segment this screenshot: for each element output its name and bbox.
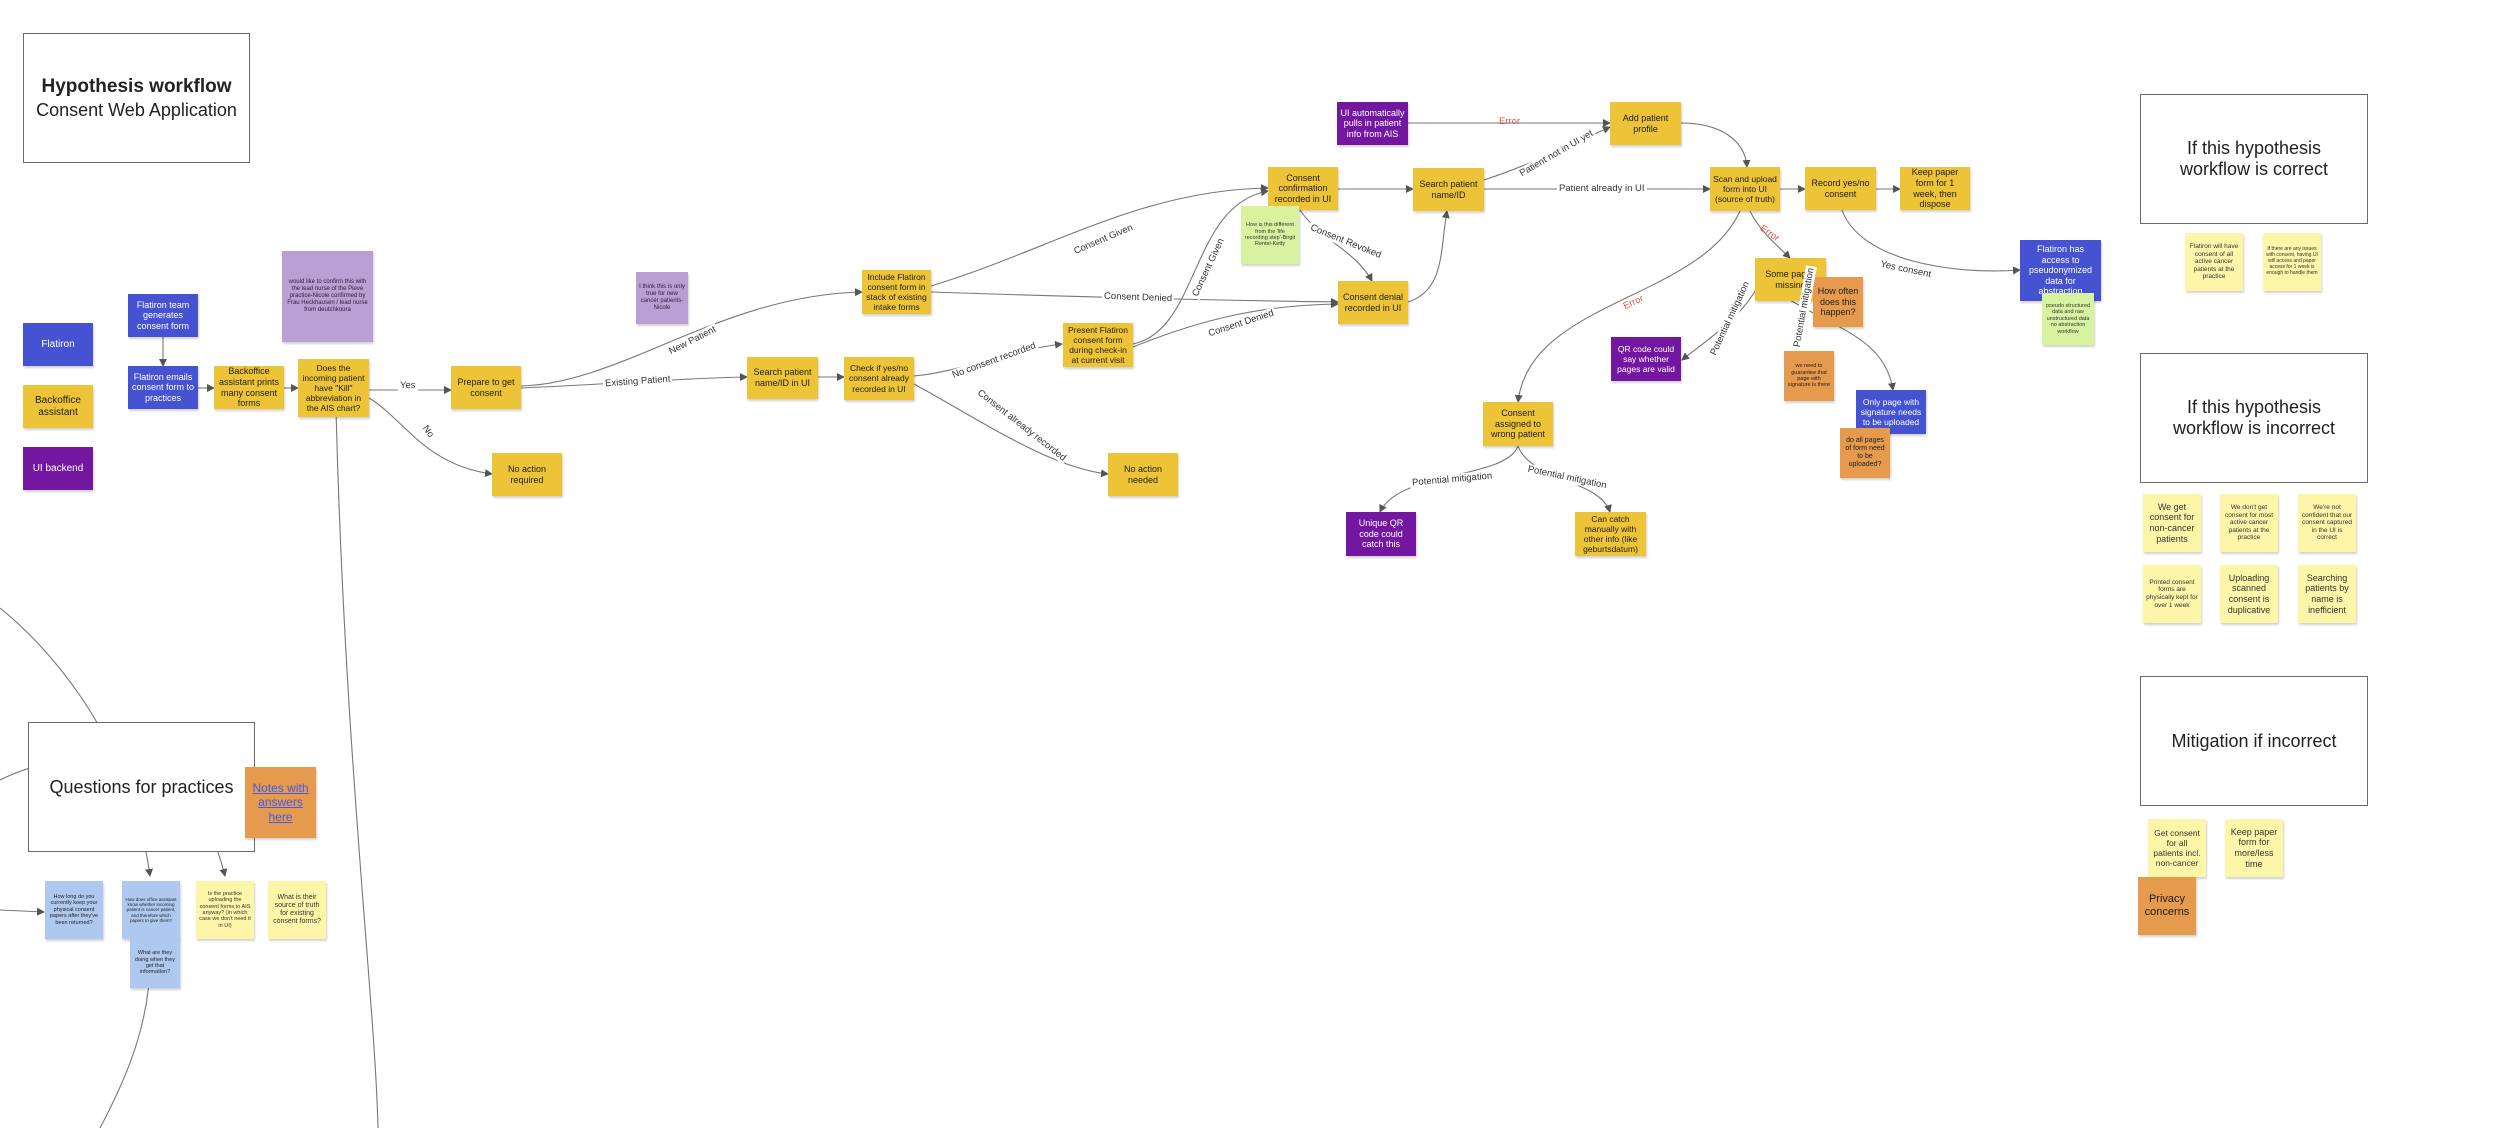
sticky-incorrect-6: Searching patients by name is inefficien… <box>2298 565 2356 623</box>
sticky-incorrect-2: We don't get consent for most active can… <box>2220 494 2278 552</box>
node-no-action-needed: No action needed <box>1108 453 1178 496</box>
node-prints-forms: Backoffice assistant prints many consent… <box>214 366 284 409</box>
incorrect-title: If this hypothesis workflow is incorrect <box>2172 397 2336 438</box>
legend-flatiron: Flatiron <box>23 323 93 366</box>
node-prepare-consent: Prepare to get consent <box>451 366 521 409</box>
note-pseudo-data: pseudo structured data and raw unstructu… <box>2042 293 2094 345</box>
mitigation-frame: Mitigation if incorrect <box>2140 676 2368 806</box>
edge-addprofile-to-scan <box>1680 122 1751 168</box>
node-keep-paper: Keep paper form for 1 week, then dispose <box>1900 167 1970 210</box>
sticky-incorrect-4: Printed consent forms are physically kep… <box>2143 565 2201 623</box>
label-consent-given-1: Consent Given <box>1070 221 1137 258</box>
node-include-form: Include Flatiron consent form in stack o… <box>862 270 931 314</box>
legend-ui-backend: UI backend <box>23 447 93 490</box>
correct-frame: If this hypothesis workflow is correct <box>2140 94 2368 224</box>
note-guarantee-signature: we need to guarantee that page with sign… <box>1784 351 1834 401</box>
label-consent-revoked: Consent Revoked <box>1306 221 1385 262</box>
node-confirmation-recorded: Consent confirmation recorded in UI <box>1268 167 1338 210</box>
node-only-signature-page: Only page with signature needs to be upl… <box>1856 390 1926 434</box>
label-existing-patient: Existing Patient <box>602 373 673 390</box>
hypothesis-subtitle: Consent Web Application <box>36 99 237 120</box>
node-record-consent: Record yes/no consent <box>1805 167 1876 210</box>
sticky-privacy-concerns: Privacy concerns <box>2138 877 2196 935</box>
node-assigned-wrong: Consent assigned to wrong patient <box>1483 402 1553 446</box>
label-no: No <box>418 421 438 442</box>
label-consent-denied-2: Consent Denied <box>1205 307 1278 340</box>
question-1: How long do you currently keep your phys… <box>45 881 103 939</box>
note-all-pages: do all pages of form need to be uploaded… <box>1840 428 1890 478</box>
edge-bottom-to-kill <box>332 409 379 1128</box>
node-unique-qr: Unique QR code could catch this <box>1346 512 1416 556</box>
node-check-recorded: Check if yes/no consent already recorded… <box>844 357 914 400</box>
node-emails-form: Flatiron emails consent form to practice… <box>128 366 198 409</box>
edge-record-to-access <box>1841 209 2021 275</box>
question-3: Is the practice uploading the consent fo… <box>196 881 254 939</box>
node-flatiron-access: Flatiron has access to pseudonymized dat… <box>2020 240 2101 301</box>
node-denial-recorded: Consent denial recorded in UI <box>1338 281 1408 324</box>
legend-backoffice: Backoffice assistant <box>23 385 93 428</box>
edge-check-to-no-action <box>913 383 1109 478</box>
label-patient-already-in-ui: Patient already in UI <box>1557 183 1647 194</box>
note-new-cancer-patients: I think this is only true for new cancer… <box>636 272 688 324</box>
sticky-correct-1: Flatiron will have consent of all active… <box>2185 233 2243 291</box>
mitigation-title: Mitigation if incorrect <box>2171 730 2337 751</box>
sticky-mitigation-2: Keep paper form for more/less time <box>2225 819 2283 877</box>
correct-title: If this hypothesis workflow is correct <box>2179 138 2329 179</box>
label-yes: Yes <box>398 380 418 391</box>
note-how-often: How often does this happen? <box>1813 277 1863 327</box>
label-error-1: Error <box>1499 116 1521 127</box>
sticky-incorrect-1: We get consent for non-cancer patients <box>2143 494 2201 552</box>
notes-link[interactable]: Notes with answers here <box>252 781 309 824</box>
label-consent-given-2: Consent Given <box>1189 234 1228 301</box>
questions-title: Questions for practices <box>49 776 234 797</box>
notes-link-sticky[interactable]: Notes with answers here <box>245 767 316 838</box>
note-confirm-lead-nurse: would like to confirm this with the lead… <box>282 251 373 342</box>
sticky-incorrect-5: Uploading scanned consent is duplicative <box>2220 565 2278 623</box>
node-present-form: Present Flatiron consent form during che… <box>1063 323 1133 367</box>
note-how-different: How is this different from the 'life rec… <box>1241 206 1299 264</box>
question-5: What are they doing when they get that i… <box>130 938 180 988</box>
questions-frame: Questions for practices <box>28 722 255 852</box>
sticky-correct-2: If there are any issues with consent, ha… <box>2263 233 2321 291</box>
sticky-mitigation-1: Get consent for all patients incl. non-c… <box>2148 819 2206 877</box>
node-search-patient-ui: Search patient name/ID in UI <box>747 357 818 399</box>
node-catch-manually: Can catch manually with other info (like… <box>1575 512 1646 556</box>
sticky-incorrect-3: We're not confident that our consent cap… <box>2298 494 2356 552</box>
label-error-2: Error <box>1757 222 1782 245</box>
edge-denial-to-search2 <box>1407 210 1450 303</box>
hypothesis-workflow-frame: Hypothesis workflow Consent Web Applicat… <box>23 33 250 163</box>
label-new-patient: New Patient <box>665 323 720 358</box>
incorrect-frame: If this hypothesis workflow is incorrect <box>2140 353 2368 483</box>
label-potential-mitigation-3: Potential mitigation <box>1409 470 1495 489</box>
hypothesis-title: Hypothesis workflow <box>41 75 232 97</box>
question-4: What is their source of truth for existi… <box>268 881 326 939</box>
label-patient-not-in-ui: Patient not in UI yet <box>1516 127 1597 180</box>
label-error-3: Error <box>1621 293 1646 312</box>
label-potential-mitigation-4: Potential mitigation <box>1524 463 1610 492</box>
node-no-action-required: No action required <box>492 453 562 496</box>
node-team-generates: Flatiron team generates consent form <box>128 294 198 337</box>
label-no-consent-recorded: No consent recorded <box>948 339 1040 382</box>
node-add-patient-profile: Add patient profile <box>1610 102 1681 145</box>
label-consent-denied-1: Consent Denied <box>1101 290 1175 305</box>
node-ui-auto-pulls: UI automatically pulls in patient info f… <box>1337 102 1408 145</box>
label-potential-mitigation-1: Potential mitigation <box>1707 277 1753 360</box>
node-kill-check: Does the incoming patient have "Kill" ab… <box>298 359 369 417</box>
node-scan-upload: Scan and upload form into UI (source of … <box>1710 167 1780 211</box>
question-2: How does office assistant know whether i… <box>122 881 180 939</box>
label-consent-already-recorded: Consent already recorded <box>973 386 1070 465</box>
label-yes-consent: Yes consent <box>1877 258 1934 281</box>
node-search-patient-id: Search patient name/ID <box>1413 168 1484 211</box>
edge-question-arrow-in <box>0 907 45 916</box>
node-qr-code-pages: QR code could say whether pages are vali… <box>1611 337 1681 381</box>
